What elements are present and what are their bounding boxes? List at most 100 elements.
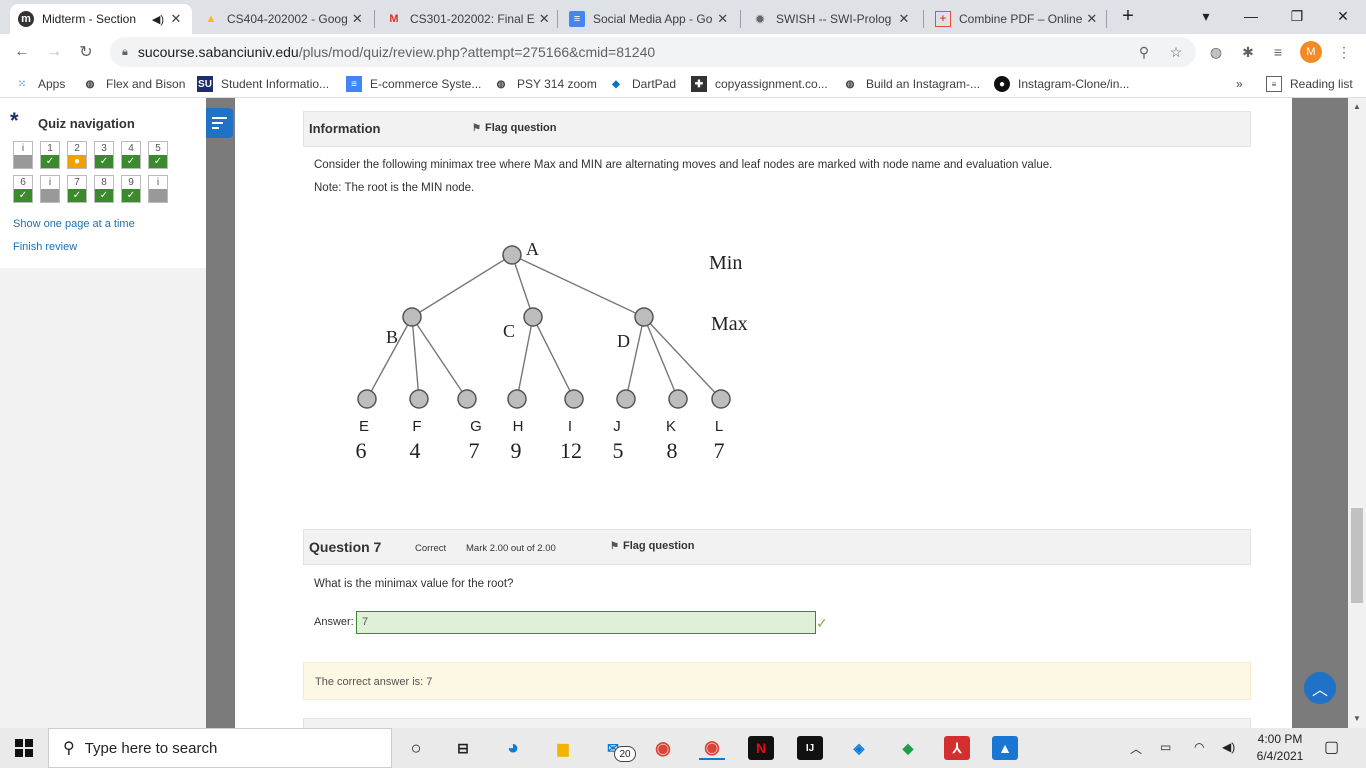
show-one-page-link[interactable]: Show one page at a time	[13, 218, 135, 230]
correct-check-icon: ✓	[41, 155, 59, 168]
quiz-nav-question[interactable]: 4✓	[121, 141, 141, 169]
bookmark-instagram-clone[interactable]: ●Instagram-Clone/in...	[994, 76, 1129, 92]
forward-icon[interactable]: →	[46, 43, 62, 60]
quiz-nav-question[interactable]: 6✓	[13, 175, 33, 203]
scroll-down-arrow[interactable]: ▼	[1353, 714, 1361, 723]
bookmark-psy314[interactable]: ◍PSY 314 zoom	[493, 76, 597, 92]
quiz-nav-question[interactable]: 1✓	[40, 141, 60, 169]
tab-search-icon[interactable]: ▾	[1202, 7, 1210, 24]
close-icon[interactable]: ✕	[351, 11, 363, 26]
netflix-icon[interactable]: N	[748, 736, 774, 760]
extensions-icon[interactable]: ✱	[1242, 43, 1254, 60]
file-explorer-icon[interactable]: ▆	[557, 739, 569, 756]
profile-avatar[interactable]: M	[1300, 41, 1322, 63]
mail-icon[interactable]: ✉	[607, 739, 619, 756]
browser-toolbar: ← → ↻ 🔒︎ sucourse.sabanciuniv.edu/plus/m…	[0, 34, 1366, 70]
close-icon[interactable]: ✕	[170, 11, 182, 26]
intellij-icon[interactable]: IJ	[797, 736, 823, 760]
taskbar-search[interactable]: ⚲ Type here to search	[48, 728, 392, 768]
quiz-nav-question[interactable]: 3✓	[94, 141, 114, 169]
tab-swish[interactable]: ✹ SWISH -- SWI-Prolog ✕	[744, 4, 920, 34]
bookmark-apps[interactable]: ⁙Apps	[14, 76, 66, 92]
node-label-d: D	[617, 331, 630, 351]
chrome-profile-icon[interactable]: ◉	[699, 736, 725, 760]
drawer-toggle-button[interactable]	[206, 108, 233, 138]
speaker-icon[interactable]: ◀)	[151, 13, 164, 26]
chevron-up-icon: ︿	[1311, 682, 1328, 699]
tab-cs301[interactable]: M CS301-202002: Final E ✕	[378, 4, 554, 34]
bookmark-label: Apps	[38, 77, 66, 91]
edge-icon[interactable]: ◕	[506, 736, 520, 759]
answer-field[interactable]: 7	[356, 611, 816, 634]
bookmark-star-icon[interactable]: ☆	[1169, 43, 1183, 60]
quiz-nav-question[interactable]: 8✓	[94, 175, 114, 203]
android-studio-icon[interactable]: ◆	[902, 739, 914, 756]
back-to-top-button[interactable]: ︿	[1304, 672, 1336, 704]
media-control-icon[interactable]: ≡	[1273, 44, 1283, 60]
task-view-icon[interactable]: ⊟	[457, 739, 469, 756]
reading-list[interactable]: ≡Reading list	[1266, 76, 1353, 92]
bookmark-dartpad[interactable]: ◆DartPad	[608, 76, 676, 92]
close-icon[interactable]: ✕	[717, 11, 729, 26]
reading-list-label: Reading list	[1290, 77, 1353, 91]
tab-social-media[interactable]: ≡ Social Media App - Go ✕	[561, 4, 737, 34]
edge-d-k	[643, 316, 679, 400]
app-icon[interactable]: ◈	[853, 739, 865, 756]
zoom-icon[interactable]: ⚲	[1138, 43, 1150, 60]
reload-icon[interactable]: ↻	[79, 44, 93, 61]
close-icon[interactable]: ✕	[1086, 11, 1098, 26]
info-status-block	[149, 189, 167, 202]
battery-icon[interactable]: ▭	[1160, 740, 1172, 754]
quiz-nav-question[interactable]: i	[40, 175, 60, 203]
node-c	[523, 307, 543, 327]
volume-icon[interactable]: ◀)	[1222, 740, 1236, 754]
bookmark-ecommerce[interactable]: ≡E-commerce Syste...	[346, 76, 481, 92]
question-number: i	[156, 177, 160, 188]
flag-question-button[interactable]: ⚑Flag question	[610, 540, 694, 552]
quiz-nav-question[interactable]: 5✓	[148, 141, 168, 169]
flag-question-button[interactable]: ⚑Flag question	[472, 122, 556, 134]
notifications-icon[interactable]: ▢	[1324, 739, 1340, 756]
windows-start-button[interactable]	[0, 728, 48, 768]
system-clock[interactable]: 4:00 PM 6/4/2021	[1250, 731, 1310, 765]
tab-combine-pdf[interactable]: + Combine PDF – Online ✕	[927, 4, 1103, 34]
cortana-icon[interactable]: ○	[410, 737, 422, 758]
tab-separator	[740, 10, 741, 28]
leaf-name-h: H	[513, 418, 524, 435]
restore-button[interactable]: ❐	[1290, 7, 1304, 24]
bookmark-copyassignment[interactable]: ✚copyassignment.co...	[691, 76, 828, 92]
bookmark-instagram-build[interactable]: ◍Build an Instagram-...	[842, 76, 980, 92]
finish-review-link[interactable]: Finish review	[13, 241, 78, 253]
chrome-icon[interactable]: ◉	[655, 737, 671, 758]
leaf-value-f: 4	[410, 438, 421, 463]
quiz-nav-question[interactable]: i	[148, 175, 168, 203]
new-tab-button[interactable]: +	[1122, 4, 1134, 27]
scroll-up-arrow[interactable]: ▲	[1353, 102, 1361, 111]
node-d	[634, 307, 654, 327]
close-window-button[interactable]: ✕	[1337, 7, 1349, 24]
scrollbar[interactable]	[1348, 98, 1366, 728]
scrollbar-thumb[interactable]	[1351, 508, 1363, 603]
close-icon[interactable]: ✕	[538, 11, 550, 26]
acrobat-icon[interactable]: ⅄	[944, 736, 970, 760]
tray-overflow-icon[interactable]: ︿	[1130, 742, 1143, 756]
back-icon[interactable]: ←	[14, 43, 30, 60]
menu-icon[interactable]: ⋮	[1337, 43, 1351, 60]
quiz-nav-question[interactable]: i	[13, 141, 33, 169]
photos-icon[interactable]: ▲	[992, 736, 1018, 760]
information-note: Note: The root is the MIN node.	[314, 182, 475, 194]
correct-answer-feedback: The correct answer is: 7	[303, 662, 1251, 700]
minimize-button[interactable]: —	[1244, 8, 1258, 24]
bookmark-flex-bison[interactable]: ◍Flex and Bison	[82, 76, 186, 92]
address-bar[interactable]: 🔒︎ sucourse.sabanciuniv.edu/plus/mod/qui…	[110, 37, 1196, 67]
translate-icon[interactable]: ◍	[1209, 43, 1223, 60]
wifi-icon[interactable]: ◠	[1194, 740, 1205, 754]
tab-midterm[interactable]: m Midterm - Section ◀) ✕	[10, 4, 192, 34]
quiz-nav-question[interactable]: 7✓	[67, 175, 87, 203]
tab-cs404[interactable]: ▲ CS404-202002 - Goog ✕	[195, 4, 371, 34]
quiz-nav-question[interactable]: 2●	[67, 141, 87, 169]
quiz-nav-question[interactable]: 9✓	[121, 175, 141, 203]
close-icon[interactable]: ✕	[898, 11, 910, 26]
bookmarks-overflow[interactable]: »	[1236, 77, 1243, 91]
